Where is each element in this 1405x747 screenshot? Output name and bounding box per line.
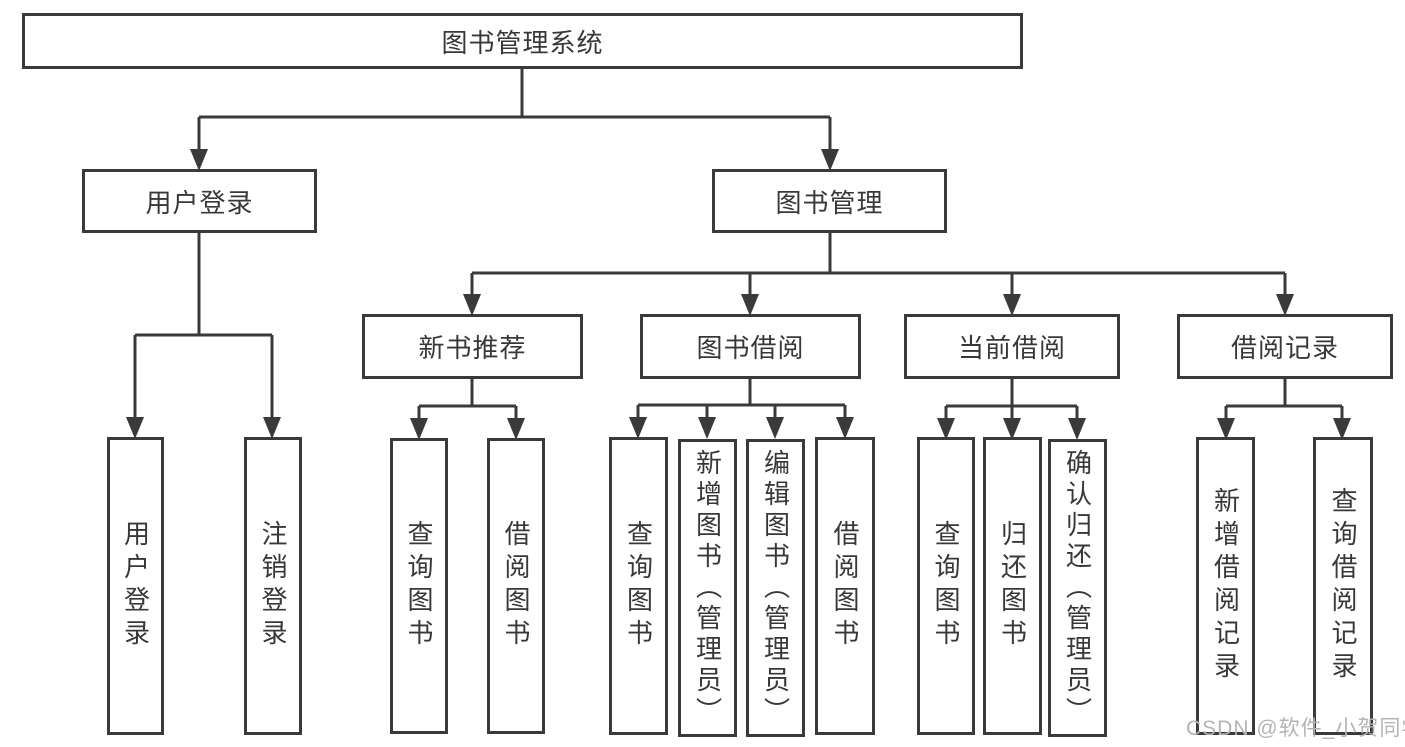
arrow-down-icon: [629, 417, 647, 439]
connector-book-mgmt-children: [470, 233, 1287, 294]
node-bb-query-books: 查询图书: [609, 437, 668, 735]
arrow-down-icon: [190, 149, 208, 171]
node-current-borrowing-label: 当前借阅: [957, 333, 1066, 363]
node-nbr-borrow-books: 借阅图书: [487, 438, 545, 734]
node-bb-query-books-label: 查询图书: [623, 520, 654, 652]
node-current-borrowing: 当前借阅: [904, 314, 1120, 379]
node-br-query-record-label: 查询借阅记录: [1328, 487, 1358, 685]
node-leaf-user-login-label: 用户登录: [120, 520, 151, 652]
node-book-borrowing-label: 图书借阅: [696, 333, 805, 363]
node-user-login: 用户登录: [82, 169, 317, 233]
connector-book-borrow-children: [636, 379, 847, 417]
arrow-down-icon: [1276, 294, 1294, 316]
arrow-down-icon: [698, 417, 716, 439]
node-book-borrowing: 图书借阅: [640, 314, 861, 379]
node-cb-return-books: 归还图书: [983, 437, 1042, 735]
arrow-down-icon: [766, 417, 784, 439]
csdn-watermark: CSDN @软件_小贺同学: [1186, 717, 1405, 740]
node-br-query-record: 查询借阅记录: [1313, 437, 1373, 735]
node-nbr-query-books: 查询图书: [390, 438, 448, 734]
arrow-down-icon: [1068, 418, 1086, 440]
node-br-add-record: 新增借阅记录: [1196, 437, 1255, 735]
node-bb-borrow-books: 借阅图书: [815, 437, 875, 735]
arrow-down-icon: [1217, 418, 1235, 440]
node-root-label: 图书管理系统: [441, 27, 604, 58]
connector-new-book-rec-children: [417, 379, 518, 418]
node-nbr-query-books-label: 查询图书: [404, 520, 434, 652]
arrow-down-icon: [410, 418, 428, 440]
arrow-down-icon: [463, 294, 481, 316]
node-user-login-label: 用户登录: [145, 187, 254, 218]
arrow-down-icon: [1333, 418, 1351, 440]
node-borrowing-records-label: 借阅记录: [1230, 333, 1339, 363]
arrow-down-icon: [507, 418, 525, 440]
arrow-down-icon: [821, 149, 839, 171]
arrow-down-icon: [1003, 294, 1021, 316]
node-br-add-record-label: 新增借阅记录: [1210, 487, 1241, 685]
connector-borrow-record-children: [1224, 379, 1344, 418]
arrow-down-icon: [126, 417, 144, 439]
arrowheads: [126, 149, 1351, 440]
node-leaf-logout: 注销登录: [244, 437, 302, 735]
node-new-book-recommend: 新书推荐: [362, 314, 583, 379]
node-book-management: 图书管理: [712, 169, 947, 233]
node-bb-add-books-admin: 新增图书（管理员）: [678, 439, 737, 737]
node-leaf-user-login: 用户登录: [107, 437, 164, 735]
node-root-system: 图书管理系统: [22, 13, 1023, 69]
node-bb-add-books-admin-label: 新增图书（管理员）: [692, 448, 723, 728]
node-bb-edit-books-admin-label: 编辑图书（管理员）: [760, 448, 791, 728]
connector-current-borrow-children: [944, 379, 1079, 418]
connector-user-login-children: [133, 232, 274, 417]
node-cb-return-books-label: 归还图书: [997, 520, 1028, 652]
arrow-down-icon: [263, 417, 281, 439]
node-borrowing-records: 借阅记录: [1177, 314, 1393, 379]
connector-root-to-level2: [197, 68, 832, 150]
node-book-management-label: 图书管理: [775, 187, 884, 218]
node-cb-query-books-label: 查询图书: [931, 520, 961, 652]
node-cb-confirm-return-admin: 确认归还（管理员）: [1048, 439, 1107, 737]
node-bb-borrow-books-label: 借阅图书: [830, 520, 860, 652]
node-new-book-recommend-label: 新书推荐: [418, 333, 527, 363]
node-bb-edit-books-admin: 编辑图书（管理员）: [746, 439, 805, 737]
arrow-down-icon: [1003, 418, 1021, 440]
arrow-down-icon: [937, 418, 955, 440]
arrow-down-icon: [836, 417, 854, 439]
node-nbr-borrow-books-label: 借阅图书: [501, 520, 531, 652]
node-cb-confirm-return-admin-label: 确认归还（管理员）: [1062, 448, 1093, 728]
node-leaf-logout-label: 注销登录: [258, 520, 288, 652]
node-cb-query-books: 查询图书: [917, 437, 975, 735]
arrow-down-icon: [741, 294, 759, 316]
